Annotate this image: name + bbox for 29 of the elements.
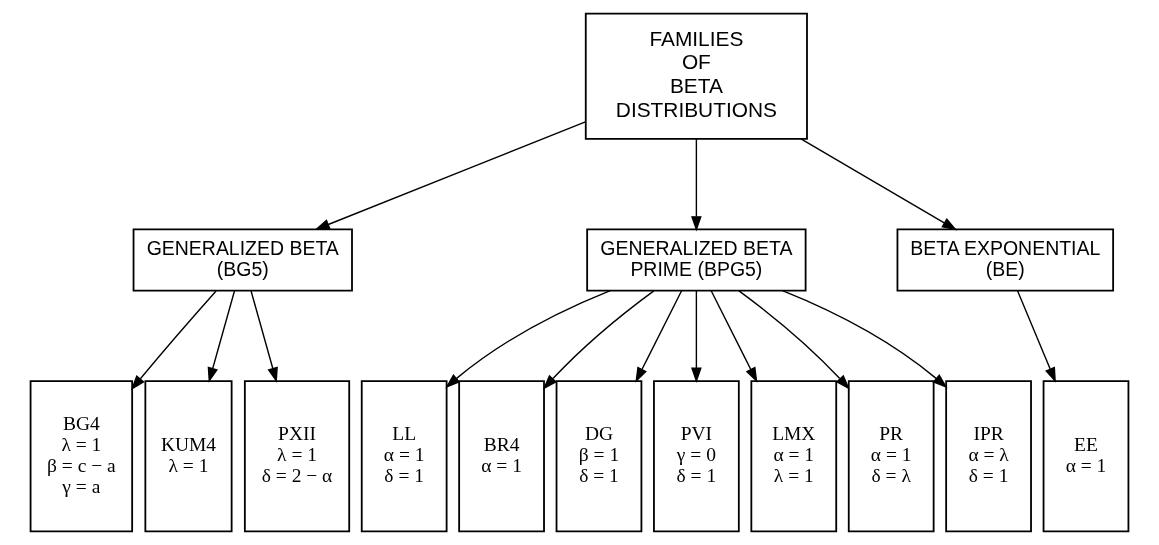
arrow bbox=[710, 290, 758, 383]
arrow bbox=[250, 290, 278, 383]
node-box: PR α = 1 δ = λ bbox=[847, 380, 935, 533]
node-box: FAMILIES OF BETA DISTRIBUTIONS bbox=[584, 12, 808, 140]
arrow bbox=[635, 290, 683, 383]
node-box: IPR α = λ δ = 1 bbox=[945, 380, 1032, 533]
arrow bbox=[691, 138, 702, 232]
node-box: BR4 α = 1 bbox=[458, 380, 545, 533]
node-box: GENERALIZED BETA PRIME (BPG5) bbox=[586, 228, 807, 292]
arrow bbox=[800, 138, 958, 231]
arrow bbox=[314, 121, 587, 230]
arrow bbox=[1016, 290, 1056, 383]
node-box: BETA EXPONENTIAL (BE) bbox=[896, 228, 1115, 292]
node-box: BG4 λ = 1 β = c − a γ = a bbox=[29, 380, 134, 533]
arrow bbox=[691, 290, 702, 383]
node-box: EE α = 1 bbox=[1042, 380, 1130, 533]
arrow bbox=[445, 289, 611, 389]
arrow bbox=[738, 290, 850, 390]
node-box: KUM4 λ = 1 bbox=[144, 380, 233, 533]
node-box: PXII λ = 1 δ = 2 − α bbox=[243, 380, 351, 533]
node-box: DG β = 1 δ = 1 bbox=[555, 380, 643, 533]
node-box: GENERALIZED BETA (BG5) bbox=[132, 228, 353, 292]
arrow bbox=[542, 290, 655, 390]
arrow bbox=[130, 290, 217, 391]
arrow bbox=[207, 290, 236, 383]
node-box: PVI γ = 0 δ = 1 bbox=[653, 380, 740, 533]
arrow bbox=[781, 289, 948, 389]
node-box: LMX α = 1 λ = 1 bbox=[750, 380, 838, 533]
node-box: LL α = 1 δ = 1 bbox=[360, 380, 448, 533]
